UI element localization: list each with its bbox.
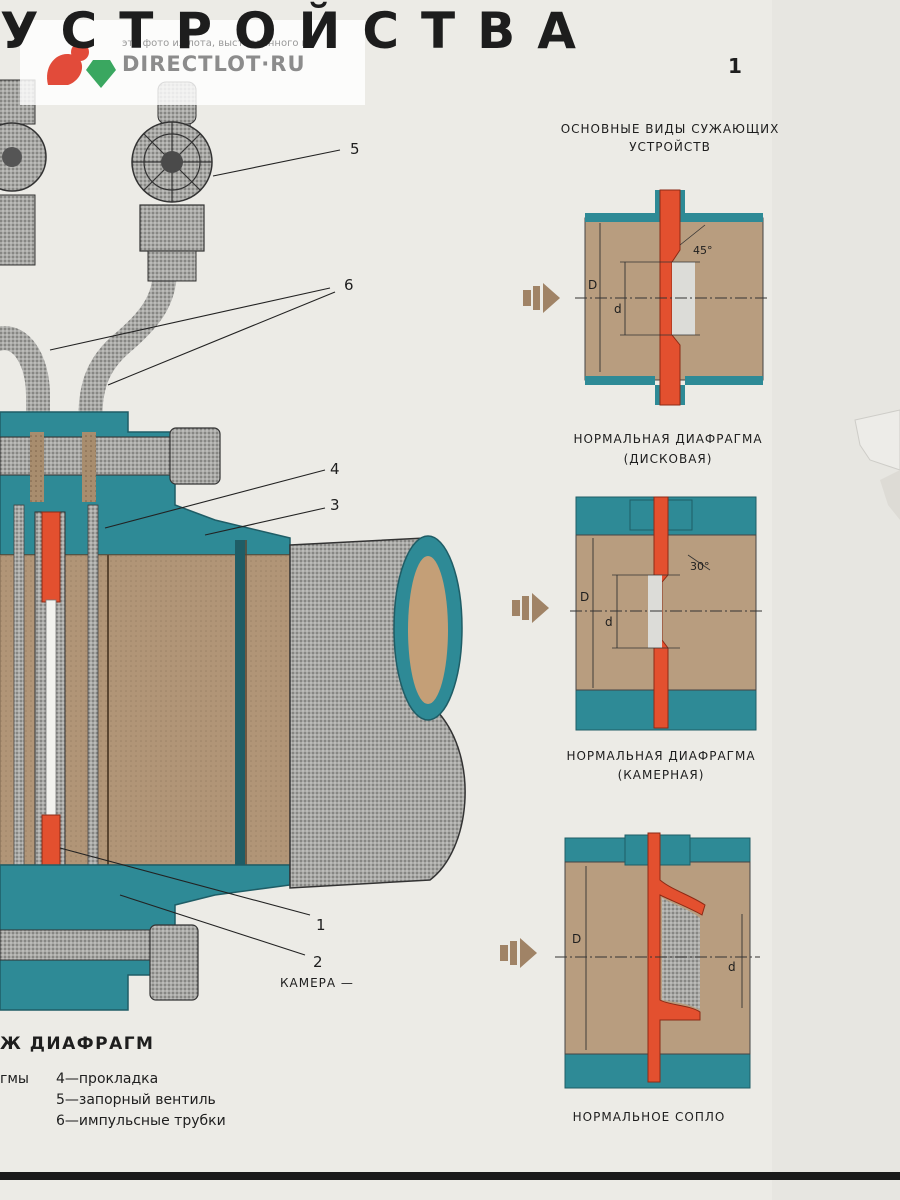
main-assembly xyxy=(0,79,466,1011)
device-2-caption-line1: НОРМАЛЬНАЯ ДИАФРАГМА xyxy=(566,749,756,763)
camera-label: КАМЕРА — xyxy=(280,976,354,990)
device-1-caption-line2: (ДИСКОВАЯ) xyxy=(623,452,713,466)
page-title: УСТРОЙСТВА xyxy=(0,2,598,60)
watermark-logo-text: DIRECTLOT·RU xyxy=(122,52,306,76)
bottom-border xyxy=(0,1172,900,1180)
device-disk-diaphragm-drawing xyxy=(523,189,770,406)
device-1-angle: 45° xyxy=(693,244,713,257)
device-3-dim-D: D xyxy=(572,932,582,946)
device-1-caption-line1: НОРМАЛЬНАЯ ДИАФРАГМА xyxy=(573,432,763,446)
device-3-dim-d: d xyxy=(728,960,736,974)
device-2-angle: 30° xyxy=(690,560,710,573)
legend-fragment: гмы xyxy=(0,1071,29,1087)
device-1-dim-d: d xyxy=(614,302,622,316)
callout-3: 3 xyxy=(330,496,340,514)
device-1-dim-D: D xyxy=(588,278,598,292)
device-nozzle-drawing xyxy=(500,832,760,1089)
paper-damage xyxy=(772,0,900,1200)
section-title: Ж ДИАФРАГМ xyxy=(0,1034,155,1054)
device-2-dim-d: d xyxy=(605,615,613,629)
squirrel-logo-icon xyxy=(47,43,116,88)
callout-6: 6 xyxy=(344,276,354,294)
callout-2: 2 xyxy=(313,953,323,971)
callout-4: 4 xyxy=(330,460,340,478)
device-3-caption: НОРМАЛЬНОЕ СОПЛО xyxy=(572,1110,726,1124)
device-2-caption-line2: (КАМЕРНАЯ) xyxy=(617,768,705,782)
callout-1: 1 xyxy=(316,916,326,934)
callout-5: 5 xyxy=(350,140,360,158)
watermark-caption: это фото из лота, выставленного на xyxy=(122,38,315,49)
device-chamber-diaphragm-drawing xyxy=(512,496,765,731)
legend-item-6: 6—импульсные трубки xyxy=(56,1113,226,1129)
device-2-dim-D: D xyxy=(580,590,590,604)
sheet-number: 1 xyxy=(728,54,742,78)
watermark-panel xyxy=(20,20,365,105)
legend-item-4: 4—прокладка xyxy=(56,1071,159,1087)
types-header: ОСНОВНЫЕ ВИДЫ СУЖАЮЩИХ УСТРОЙСТВ xyxy=(560,122,780,154)
legend-item-5: 5—запорный вентиль xyxy=(56,1092,216,1108)
callout-leaders xyxy=(49,149,341,956)
